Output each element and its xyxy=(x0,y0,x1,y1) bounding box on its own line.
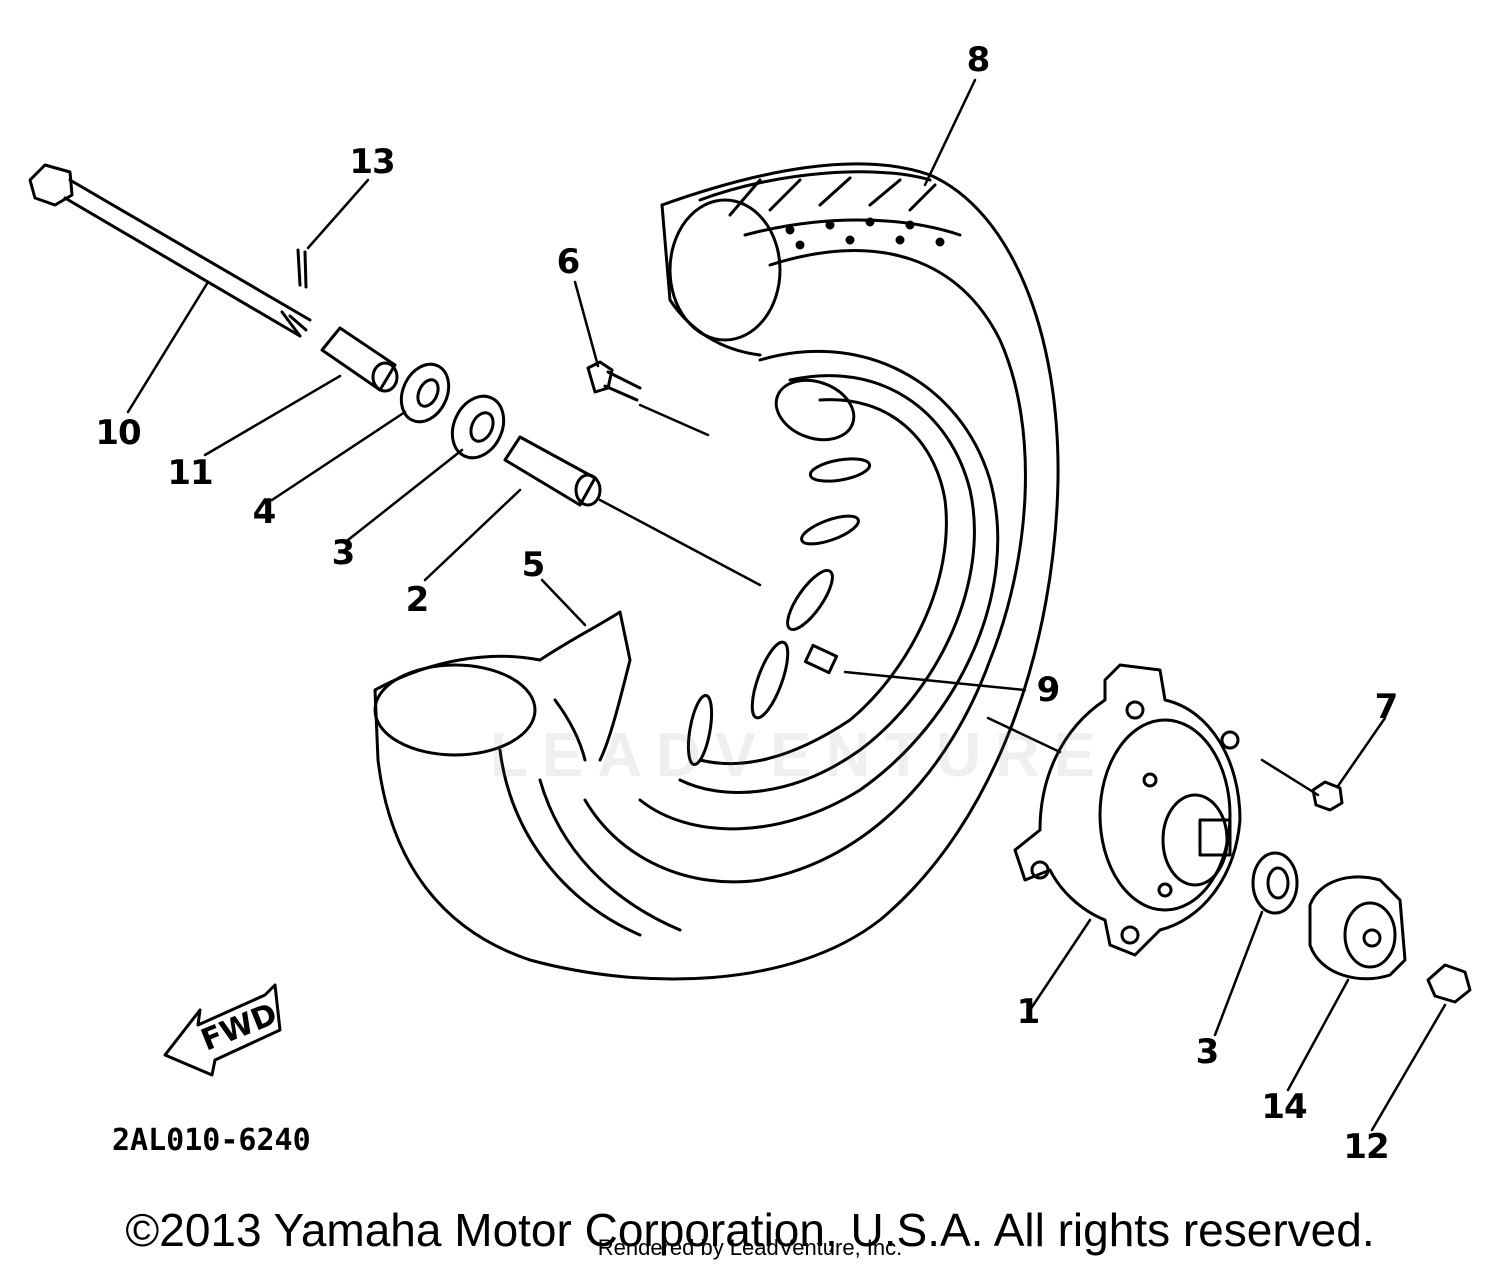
spacer-drawing xyxy=(503,435,602,507)
callout-4[interactable]: 4 xyxy=(252,492,277,532)
bearing-right-drawing xyxy=(1251,851,1299,915)
fwd-arrow-drawing xyxy=(163,983,282,1077)
callout-3-right[interactable]: 3 xyxy=(1195,1032,1220,1072)
callout-8[interactable]: 8 xyxy=(966,40,991,80)
cotter-pin-drawing xyxy=(296,248,308,289)
leader-lines xyxy=(126,78,1447,1132)
callout-7[interactable]: 7 xyxy=(1374,687,1399,727)
axle-drawing xyxy=(28,163,312,338)
nut-drawing xyxy=(1311,780,1344,812)
callout-5[interactable]: 5 xyxy=(521,545,546,585)
rendered-by-notice: Rendered by LeadVenture, Inc. xyxy=(597,1235,903,1260)
axle-nut-drawing xyxy=(1426,963,1472,1004)
bearing-drawing xyxy=(450,394,506,460)
callout-1[interactable]: 1 xyxy=(1016,992,1041,1032)
callout-6[interactable]: 6 xyxy=(556,242,581,282)
gear-unit-drawing xyxy=(1308,875,1407,981)
copyright-notice: ©2013 Yamaha Motor Corporation, U.S.A. A… xyxy=(125,1204,1375,1256)
wheel-tire-drawing xyxy=(373,162,1060,981)
callout-2[interactable]: 2 xyxy=(405,580,430,620)
oil-seal-drawing xyxy=(399,362,451,424)
callout-13[interactable]: 13 xyxy=(349,142,395,182)
bolt-drawing xyxy=(586,360,642,402)
callout-3-left[interactable]: 3 xyxy=(331,533,356,573)
watermark-text: LEADVENTURE xyxy=(490,721,1110,790)
callout-11[interactable]: 11 xyxy=(167,453,213,493)
drawing-number: 2AL010-6240 xyxy=(112,1123,311,1158)
callout-12[interactable]: 12 xyxy=(1343,1127,1389,1167)
callout-10[interactable]: 10 xyxy=(95,413,141,453)
callout-9[interactable]: 9 xyxy=(1036,670,1061,710)
collar-drawing xyxy=(320,326,399,393)
hub-drawing xyxy=(1013,663,1242,957)
callout-14[interactable]: 14 xyxy=(1261,1087,1307,1127)
